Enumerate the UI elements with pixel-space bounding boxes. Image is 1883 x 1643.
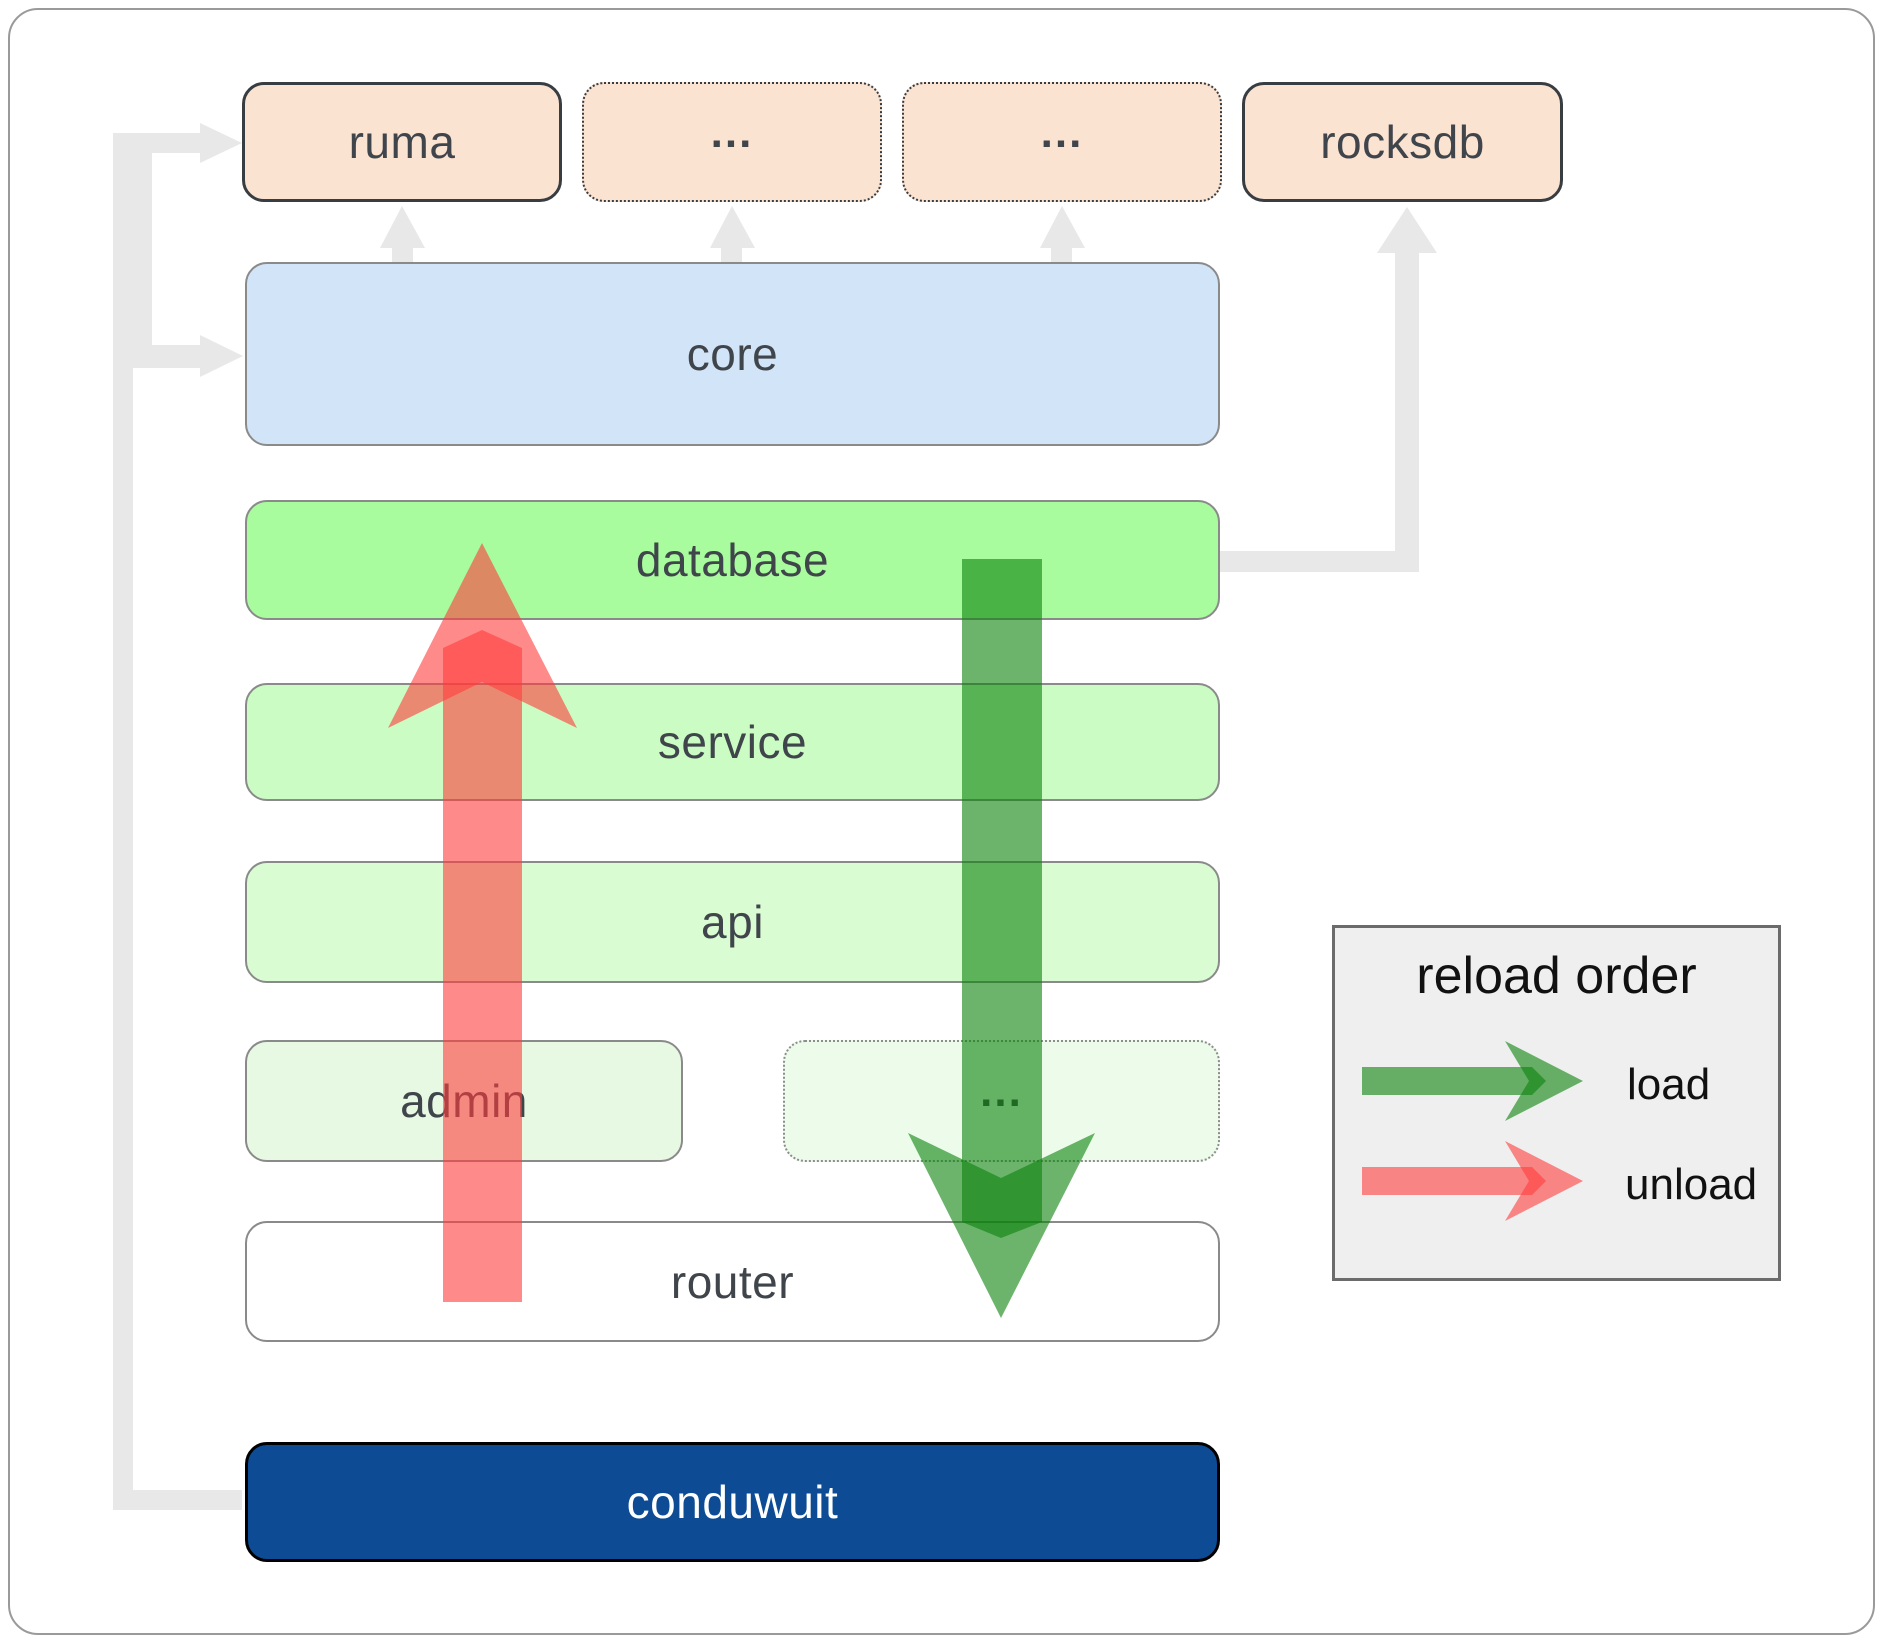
node-rocksdb: rocksdb [1242,82,1563,202]
node-core-label: core [686,328,779,380]
node-ellipsis-top-2: ... [902,82,1222,202]
node-conduwuit-label: conduwuit [626,1476,839,1528]
legend-unload-label: unload [1625,1160,1758,1209]
node-ruma-label: ruma [348,116,456,168]
node-ellipsis-admin-row: ... [783,1040,1220,1162]
up-arrowhead-icon [710,206,755,248]
legend-load-label: load [1627,1060,1711,1109]
node-ruma: ruma [242,82,562,202]
node-service-label: service [657,716,808,768]
up-arrowhead-icon [1377,207,1437,253]
conduwuit-feedback-connector [113,123,243,1510]
up-arrowhead-icon [380,206,425,248]
node-admin: admin [245,1040,683,1162]
core-to-ellipsis1-arrow [710,206,755,263]
outer-border [8,8,1875,1635]
up-arrowhead-icon [1040,206,1085,248]
node-router: router [245,1221,1220,1342]
arrowhead-into-ruma-icon [200,123,242,163]
core-to-ellipsis2-arrow [1040,206,1085,263]
core-to-ruma-arrow [380,206,425,263]
node-core: core [245,262,1220,446]
arm-from-conduwuit [113,1490,242,1510]
node-api-label: api [701,896,764,948]
node-api: api [245,861,1220,983]
node-ellipsis-top-1-label: ... [710,108,754,157]
arm-to-core [113,345,200,368]
node-database: database [245,500,1220,620]
node-admin-label: admin [400,1075,528,1127]
node-rocksdb-label: rocksdb [1320,116,1485,168]
node-router-label: router [670,1255,795,1308]
left-inner-line [133,142,152,368]
node-ellipsis-admin-row-label: ... [980,1067,1023,1116]
database-to-rocksdb-arrow [1220,207,1437,572]
node-ellipsis-top-1: ... [582,82,882,202]
legend-title: reload order [1416,947,1697,1005]
arrowhead-into-core-icon [200,335,243,377]
node-conduwuit: conduwuit [245,1442,1220,1562]
arm-to-ruma [113,133,200,153]
node-service: service [245,683,1220,801]
legend-reload-order: reload order load unload [1332,925,1781,1281]
node-database-label: database [635,534,830,586]
node-ellipsis-top-2-label: ... [1040,108,1084,157]
left-trunk-line [113,133,133,1510]
